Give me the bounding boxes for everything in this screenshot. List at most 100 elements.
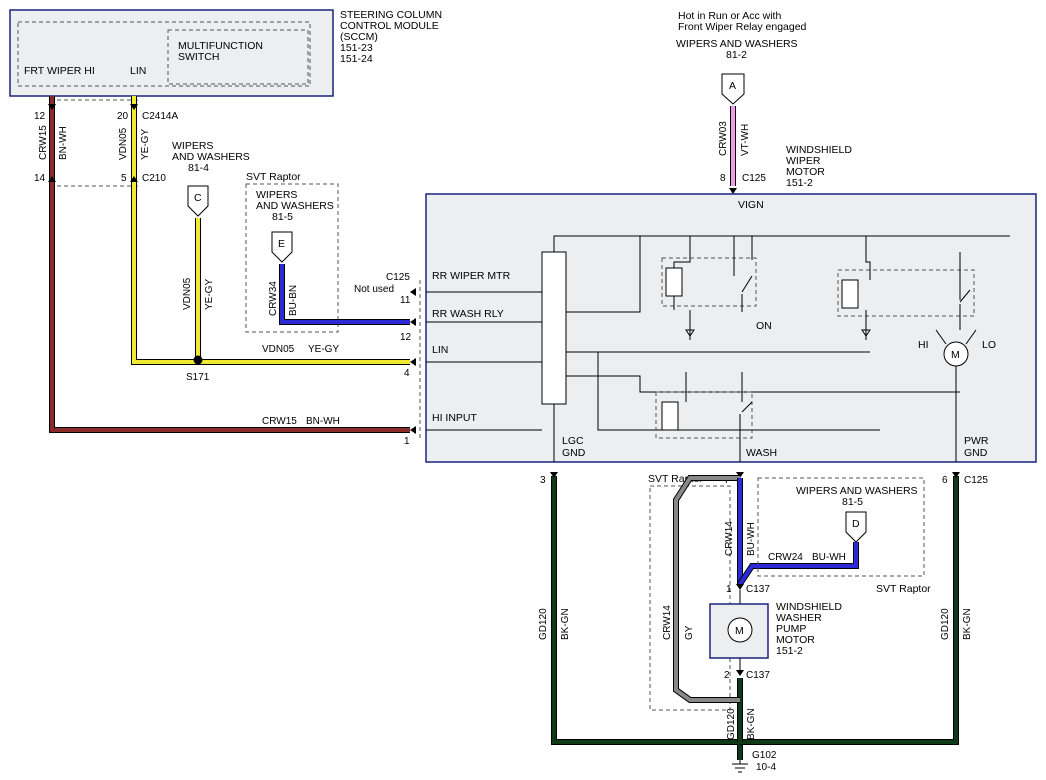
pump-title-3: PUMP bbox=[776, 623, 806, 635]
pwr-gnd-1: PWR bbox=[964, 435, 989, 447]
switch-label-2: SWITCH bbox=[178, 51, 219, 63]
ground-ref: 10-4 bbox=[756, 762, 776, 773]
logic-module bbox=[541, 251, 567, 405]
sccm-title-3: (SCCM) bbox=[340, 31, 378, 43]
label-bk-gn-m: BK-GN bbox=[746, 708, 757, 740]
svt-raptor-1: SVT Raptor bbox=[246, 171, 301, 183]
pwr-gnd-2: GND bbox=[964, 447, 988, 459]
e-ref-title-3: 81-5 bbox=[272, 211, 293, 223]
lgc-gnd-2: GND bbox=[562, 447, 586, 459]
label-ye-gy-h: YE-GY bbox=[308, 344, 339, 355]
motor-title-3: MOTOR bbox=[786, 166, 825, 178]
sccm-box bbox=[9, 9, 334, 97]
ref-e-flag[interactable] bbox=[271, 231, 293, 263]
wiper-motor-box bbox=[425, 193, 1037, 463]
pin-14: 14 bbox=[34, 173, 46, 184]
d-ref-title-1: WIPERS AND WASHERS bbox=[796, 485, 918, 497]
ref-a-flag[interactable] bbox=[721, 73, 745, 105]
pump-motor-m bbox=[727, 617, 753, 643]
splice-s171-dot bbox=[193, 355, 203, 365]
pin-1-pump: 1 bbox=[726, 584, 732, 595]
label-crw15-h: CRW15 bbox=[262, 416, 297, 427]
label-ye-gy-v: YE-GY bbox=[140, 129, 151, 160]
splice-s171: S171 bbox=[186, 372, 210, 383]
pump-motor-m-label: M bbox=[735, 625, 744, 637]
d-ref-title-2: 81-5 bbox=[842, 496, 863, 508]
sccm-title-5: 151-24 bbox=[340, 53, 373, 65]
rr-wiper-mtr-label: RR WIPER MTR bbox=[432, 270, 511, 282]
label-bu-wh-h: BU-WH bbox=[812, 552, 846, 563]
ref-d-flag[interactable] bbox=[845, 511, 867, 543]
conn-c125-left: C125 bbox=[386, 272, 410, 283]
label-crw15-v: CRW15 bbox=[38, 125, 49, 160]
conn-c210: C210 bbox=[142, 173, 166, 184]
label-vdn05-v2: VDN05 bbox=[182, 277, 193, 310]
label-vt-wh: VT-WH bbox=[740, 124, 751, 156]
label-crw34: CRW34 bbox=[268, 281, 279, 316]
wire-crw34 bbox=[280, 264, 410, 324]
sccm-lin-label: LIN bbox=[130, 65, 146, 77]
switch-label-1: MULTIFUNCTION bbox=[178, 40, 263, 52]
pin-1: 1 bbox=[404, 436, 410, 447]
conn-c125-right: C125 bbox=[964, 475, 988, 486]
motor-lin-label: LIN bbox=[432, 344, 448, 356]
wire-gd120-right bbox=[740, 476, 958, 744]
conn-c137-bottom: C137 bbox=[746, 670, 770, 681]
pin-4: 4 bbox=[404, 368, 410, 379]
c-ref-title-3: 81-4 bbox=[188, 162, 209, 174]
hi-label: HI bbox=[918, 339, 929, 351]
pin-3: 3 bbox=[540, 475, 546, 486]
frt-wiper-hi-label: FRT WIPER HI bbox=[24, 65, 95, 77]
label-bn-wh-v: BN-WH bbox=[58, 126, 69, 160]
ground-g102: G102 bbox=[752, 750, 777, 761]
label-gd120-m: GD120 bbox=[726, 708, 737, 740]
label-crw24: CRW24 bbox=[768, 552, 803, 563]
pump-title-5: 151-2 bbox=[776, 645, 803, 657]
pin-11: 11 bbox=[400, 295, 411, 306]
wash-label: WASH bbox=[746, 447, 777, 459]
label-ye-gy-v2: YE-GY bbox=[204, 279, 215, 310]
wiper-motor-m-label: M bbox=[951, 349, 960, 361]
label-gd120-l: GD120 bbox=[538, 608, 549, 640]
label-bn-wh-h: BN-WH bbox=[306, 416, 340, 427]
conn-c2414a: C2414A bbox=[142, 111, 178, 122]
wire-crw15 bbox=[50, 96, 410, 432]
motor-title-1: WINDSHIELD bbox=[786, 144, 852, 156]
a-ref-title-4: 81-2 bbox=[726, 49, 747, 61]
rr-wash-rly-label: RR WASH RLY bbox=[432, 308, 504, 320]
ref-a-letter: A bbox=[729, 80, 736, 92]
label-bk-gn-r: BK-GN bbox=[962, 608, 973, 640]
pin-12-top: 12 bbox=[34, 111, 46, 122]
vign-label: VIGN bbox=[738, 199, 764, 211]
pin-8: 8 bbox=[720, 173, 726, 184]
label-crw14-gy: CRW14 bbox=[662, 605, 673, 640]
ref-c-letter: C bbox=[194, 192, 202, 204]
wire-crw24 bbox=[738, 542, 858, 586]
sccm-title-4: 151-23 bbox=[340, 42, 373, 54]
ref-e-letter: E bbox=[278, 238, 285, 250]
pin-5: 5 bbox=[121, 173, 127, 184]
label-vdn05-v: VDN05 bbox=[118, 127, 129, 160]
label-bu-wh: BU-WH bbox=[746, 522, 757, 556]
ref-d-letter: D bbox=[852, 518, 860, 530]
ref-c-flag[interactable] bbox=[187, 185, 209, 217]
a-ref-title-3: WIPERS AND WASHERS bbox=[676, 38, 798, 50]
pin-12-left: 12 bbox=[400, 332, 412, 343]
c-ref-title-2: AND WASHERS bbox=[172, 151, 250, 163]
pin-2-pump: 2 bbox=[724, 670, 730, 681]
sccm-title-1: STEERING COLUMN bbox=[340, 9, 442, 21]
hi-input-label: HI INPUT bbox=[432, 412, 478, 424]
pin-20: 20 bbox=[117, 111, 129, 122]
pump-title-1: WINDSHIELD bbox=[776, 601, 842, 613]
not-used-label: Not used bbox=[354, 284, 394, 295]
pump-title-2: WASHER bbox=[776, 612, 822, 624]
pin-6: 6 bbox=[942, 475, 948, 486]
label-bu-bn: BU-BN bbox=[288, 285, 299, 316]
a-ref-title-2: Front Wiper Relay engaged bbox=[678, 21, 807, 33]
a-ref-title-1: Hot in Run or Acc with bbox=[678, 10, 781, 22]
conn-c125-top: C125 bbox=[742, 173, 766, 184]
svt-raptor-3: SVT Raptor bbox=[876, 583, 931, 595]
motor-title-2: WIPER bbox=[786, 155, 821, 167]
label-vdn05-h: VDN05 bbox=[262, 344, 295, 355]
